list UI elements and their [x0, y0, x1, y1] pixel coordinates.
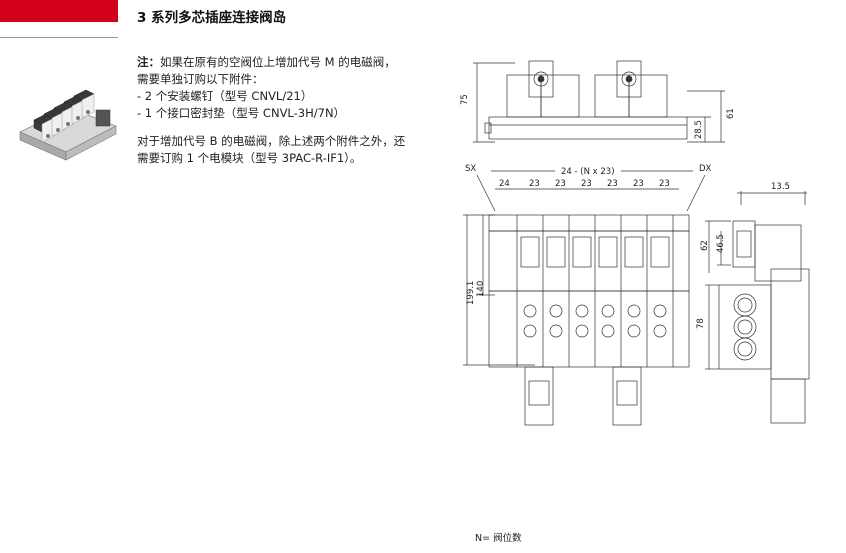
dim-top-right-outer: 61 — [726, 108, 736, 119]
dim-side-78: 78 — [696, 318, 706, 329]
note-line-6: 需要订购 1 个电模块（型号 3PAC-R-IF1）。 — [137, 151, 362, 165]
dim-side-width: 13.5 — [771, 182, 790, 192]
top-view: 75 61 28.5 — [460, 60, 736, 143]
note-line-4: - 1 个接口密封垫（型号 CNVL-3H/7N） — [137, 106, 346, 120]
dim-top-height: 75 — [460, 94, 470, 105]
dim-overall: 24 - (N x 23) — [561, 167, 615, 177]
pitch-4: 23 — [581, 179, 592, 189]
dim-side-465: 46.5 — [716, 234, 726, 253]
pitch-1: 24 — [499, 179, 510, 189]
front-view: SX DX 24 - (N x 23) 24 23 23 23 23 23 23… — [463, 164, 712, 426]
label-dx: DX — [699, 164, 712, 174]
valve-island-photo — [12, 80, 124, 162]
note-line-1: 如果在原有的空阀位上增加代号 M 的电磁阀， — [160, 55, 396, 69]
pitch-2: 23 — [529, 179, 540, 189]
note-label: 注： — [137, 55, 160, 69]
ordering-note: 注：如果在原有的空阀位上增加代号 M 的电磁阀， 需要单独订购以下附件： - 2… — [137, 54, 457, 167]
pitch-7: 23 — [659, 179, 670, 189]
dim-side-62: 62 — [700, 240, 710, 251]
dim-height-140: 140 — [476, 281, 486, 297]
note-line-2: 需要单独订购以下附件： — [137, 72, 264, 86]
note-line-3: - 2 个安装螺钉（型号 CNVL/21） — [137, 89, 313, 103]
header-divider — [0, 37, 118, 38]
technical-drawing: 75 61 28.5 SX DX — [455, 55, 840, 435]
pitch-5: 23 — [607, 179, 618, 189]
side-view: 13.5 62 46.5 78 — [696, 182, 810, 424]
header-accent-bar — [0, 0, 118, 22]
footnote: N= 阀位数 — [475, 533, 522, 544]
dim-top-right-inner: 28.5 — [694, 120, 704, 139]
note-line-5: 对于增加代号 B 的电磁阀，除上述两个附件之外，还 — [137, 134, 406, 148]
pitch-3: 23 — [555, 179, 566, 189]
dim-height-199: 199.1 — [466, 281, 476, 305]
pitch-6: 23 — [633, 179, 644, 189]
label-sx: SX — [465, 164, 476, 174]
page-title: 3 系列多芯插座连接阀岛 — [137, 10, 287, 26]
